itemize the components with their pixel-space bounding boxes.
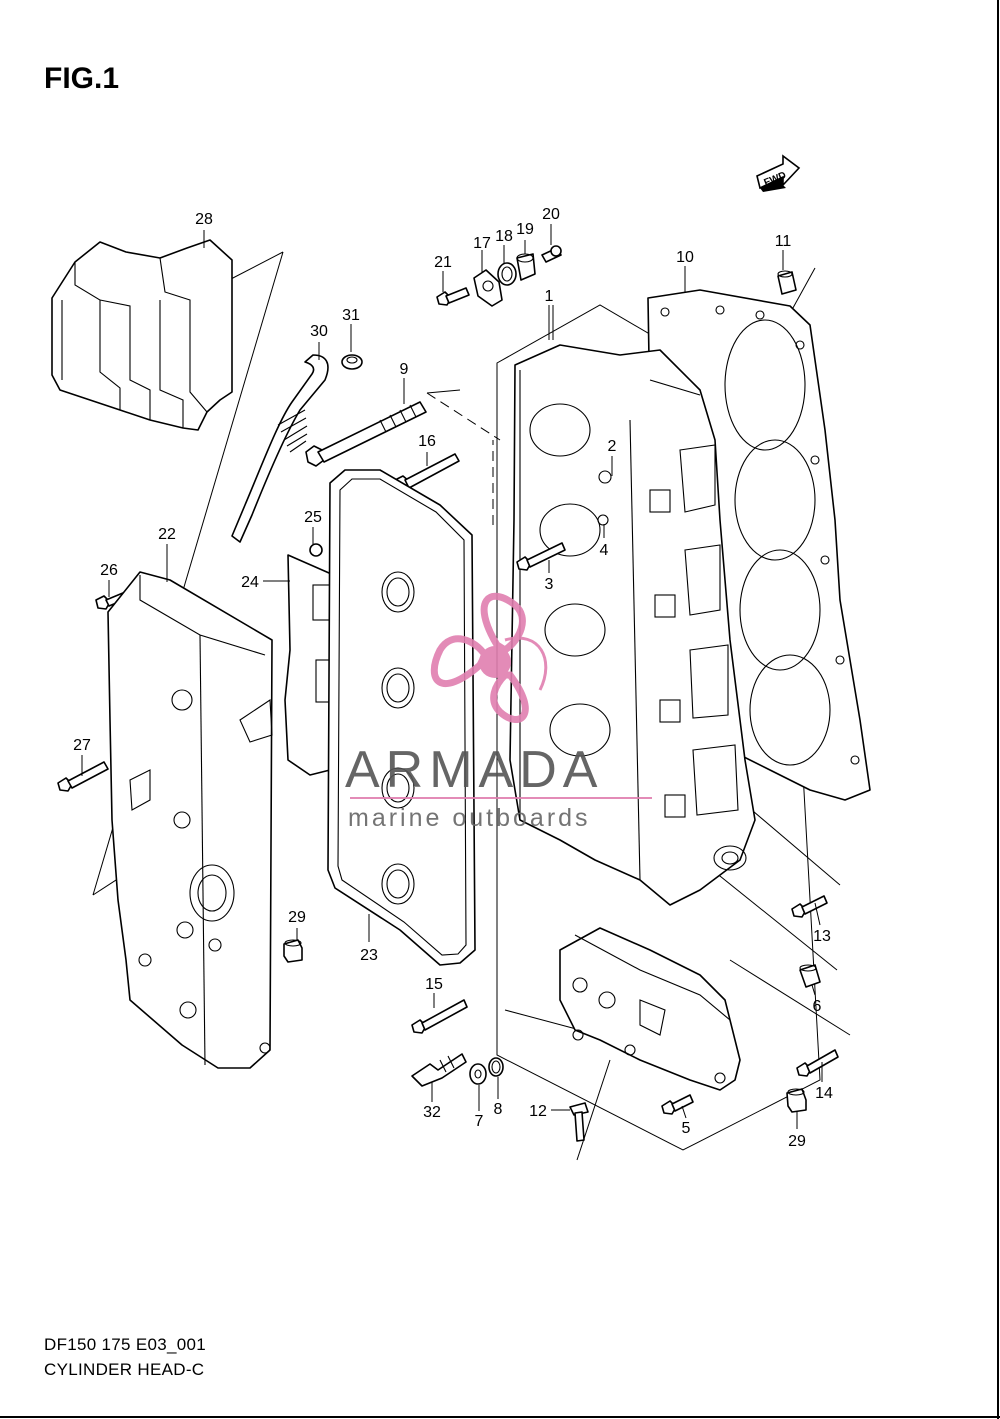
callout-15: 15 <box>425 976 443 993</box>
callout-3: 3 <box>545 576 554 593</box>
callout-5: 5 <box>682 1120 691 1137</box>
callout-22: 22 <box>158 526 176 543</box>
part-11-dowel <box>777 270 797 295</box>
callout-8: 8 <box>494 1101 503 1118</box>
callout-21: 21 <box>434 254 452 271</box>
part-12-housing <box>559 927 741 1091</box>
callout-12: 12 <box>529 1103 547 1120</box>
callout-29-left: 29 <box>288 909 306 926</box>
part-3-bolt <box>516 542 566 571</box>
watermark-brand: ARMADA <box>345 741 603 799</box>
part-28-cover <box>51 239 233 431</box>
watermark-tagline: marine outboards <box>348 804 591 832</box>
callout-11: 11 <box>775 233 792 250</box>
part-7-washer <box>469 1063 487 1085</box>
part-32-sensor <box>411 1053 467 1087</box>
callout-1: 1 <box>545 288 554 305</box>
part-17-sensor <box>473 269 503 307</box>
callout-27: 27 <box>73 737 91 754</box>
callout-16: 16 <box>418 433 436 450</box>
part-22-cover <box>107 571 273 1069</box>
callout-31: 31 <box>342 307 360 324</box>
callout-26: 26 <box>100 562 118 579</box>
figure-title: FIG.1 <box>44 62 120 95</box>
part-20-bolt <box>541 245 562 263</box>
callout-14: 14 <box>815 1085 833 1102</box>
part-29-plug <box>283 939 303 963</box>
callout-7: 7 <box>475 1113 484 1130</box>
part-30-hose <box>231 354 329 543</box>
frame-border-right <box>997 0 999 1419</box>
part-1-cylinder-head <box>509 344 756 906</box>
diagram-title: CYLINDER HEAD-C <box>44 1360 205 1379</box>
callout-32: 32 <box>423 1104 441 1121</box>
part-13-bolt <box>791 895 828 918</box>
propeller-logo-icon <box>430 592 548 723</box>
part-21-bolt <box>436 287 470 306</box>
part-18-oring <box>497 262 517 286</box>
part-19-collar <box>516 253 536 281</box>
callout-25: 25 <box>304 509 322 526</box>
callout-leaders <box>81 224 823 1129</box>
callout-18: 18 <box>495 228 513 245</box>
part-14-bolt <box>796 1049 839 1077</box>
part-5-bolt <box>661 1094 694 1115</box>
watermark: ARMADA marine outboards <box>345 592 652 832</box>
callout-24: 24 <box>241 574 259 591</box>
part-12-bolt <box>569 1102 589 1142</box>
callout-20: 20 <box>542 206 560 223</box>
callout-labels: 28 31 30 9 16 25 24 22 26 27 29 23 17 18… <box>73 206 833 1150</box>
callout-9: 9 <box>400 361 409 378</box>
diagram-code: DF150 175 E03_001 <box>44 1335 207 1354</box>
callout-30: 30 <box>310 323 328 340</box>
frame-border-bottom <box>0 1416 1000 1418</box>
callout-4: 4 <box>600 542 609 559</box>
part-15-bolt <box>411 999 468 1034</box>
part-25-bolt <box>309 543 323 557</box>
callout-13: 13 <box>813 928 831 945</box>
part-29-plug-right <box>786 1088 807 1113</box>
callout-6: 6 <box>813 998 822 1015</box>
part-27-bolt <box>57 761 109 792</box>
part-8-oring <box>488 1057 504 1077</box>
callout-2: 2 <box>608 438 617 455</box>
part-23-gasket <box>327 469 476 966</box>
callout-10: 10 <box>676 249 694 266</box>
callout-23: 23 <box>360 947 378 964</box>
callout-29-right: 29 <box>788 1133 806 1150</box>
callout-17: 17 <box>473 235 491 252</box>
callout-28: 28 <box>195 211 213 228</box>
part-9-bolt <box>305 401 427 467</box>
part-31-clamp <box>341 354 363 370</box>
fwd-arrow-icon: FWD <box>756 154 801 192</box>
callout-19: 19 <box>516 221 534 238</box>
part-6-dowel <box>799 964 821 988</box>
